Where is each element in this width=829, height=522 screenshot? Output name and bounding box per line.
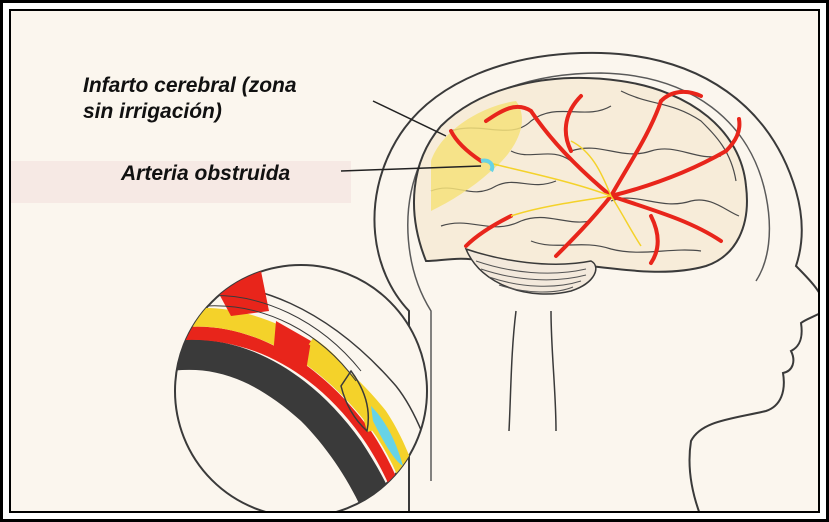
label-infarto-cerebral: Infarto cerebral (zona sin irrigación) [83,73,297,125]
neck-outline [509,311,556,431]
figure-panel: Infarto cerebral (zona sin irrigación) A… [9,9,820,513]
label-infarto-line1: Infarto cerebral (zona [83,73,297,99]
label-arteria-obstruida: Arteria obstruida [121,161,290,187]
leader-line-infarto [373,101,446,136]
label-infarto-line2: sin irrigación) [83,99,297,125]
